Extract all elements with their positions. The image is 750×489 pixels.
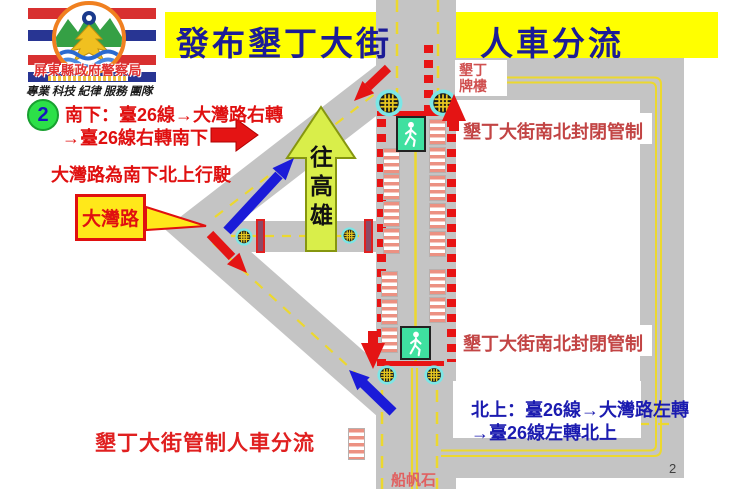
northbound-instruction-line1: 北上：臺26線→大灣路左轉 bbox=[471, 400, 690, 420]
kaohsiung-arrow-icon bbox=[285, 105, 357, 252]
closure-dashes-north bbox=[424, 45, 433, 111]
red-arrow-top-icon bbox=[354, 64, 392, 101]
stall-icon bbox=[429, 269, 446, 295]
blue-arrow-south-icon bbox=[349, 370, 397, 416]
blue-arrow-north-icon bbox=[223, 158, 294, 235]
stall-icon bbox=[383, 201, 400, 227]
barrier-icon-west bbox=[256, 219, 265, 253]
stall-icon bbox=[383, 228, 400, 254]
logo-tagline bbox=[48, 76, 128, 81]
to-kaohsiung-label: 往高雄 bbox=[310, 144, 333, 228]
dawan-road-callout: 大灣路 bbox=[75, 194, 146, 241]
sail-rock-label: 船帆石 bbox=[391, 472, 437, 489]
page-number: 2 bbox=[669, 461, 677, 476]
stall-icon bbox=[429, 203, 446, 229]
stall-icon bbox=[381, 327, 398, 353]
archway-label-line1: 墾丁 bbox=[459, 62, 487, 78]
closure-label-top-bg bbox=[458, 113, 652, 144]
page-title-right: 人車分流 bbox=[480, 27, 624, 63]
southbound-instruction-line1: 南下：臺26線→大灣路右轉 bbox=[65, 105, 284, 125]
closure-line-bottom bbox=[377, 361, 444, 366]
stall-icon bbox=[348, 428, 365, 460]
stall-icon bbox=[429, 231, 446, 257]
archway-label-bg bbox=[455, 60, 507, 96]
barrier-icon-east bbox=[364, 219, 373, 253]
southbound-block-arrow-icon bbox=[210, 118, 259, 152]
stall-icon bbox=[383, 174, 400, 200]
northbound-note-bg bbox=[453, 381, 641, 438]
stall-icon bbox=[429, 147, 446, 173]
closure-label-top: 墾丁大街南北封閉管制 bbox=[463, 122, 643, 142]
closure-line-top bbox=[377, 111, 452, 116]
northbound-instruction-line2: →臺26線左轉北上 bbox=[471, 423, 618, 443]
stall-icon bbox=[429, 119, 446, 145]
police-logo: 屏東縣政府警察局 專業 科技 紀律 服務 團隊 bbox=[22, 0, 164, 100]
agency-name: 屏東縣政府警察局 bbox=[34, 63, 143, 78]
traffic-signal-icon bbox=[377, 365, 397, 385]
traffic-signal-icon bbox=[235, 228, 253, 246]
archway-label: 墾丁 牌樓 bbox=[459, 62, 487, 94]
page-title-left: 發布墾丁大街 bbox=[176, 27, 392, 63]
stall-icon bbox=[383, 148, 400, 174]
traffic-signal-icon bbox=[375, 89, 403, 117]
bottom-control-note: 墾丁大街管制人車分流 bbox=[95, 432, 315, 455]
pedestrian-sign-icon bbox=[400, 326, 431, 360]
closure-label-bottom: 墾丁大街南北封閉管制 bbox=[463, 334, 643, 354]
traffic-signal-icon bbox=[424, 365, 444, 385]
stall-icon bbox=[429, 175, 446, 201]
agency-motto: 專業 科技 紀律 服務 團隊 bbox=[26, 86, 153, 98]
closure-up-arrow-icon bbox=[442, 94, 466, 131]
red-arrow-vertex-icon bbox=[206, 230, 247, 273]
closure-dashes-west bbox=[377, 119, 386, 362]
stall-icon bbox=[381, 271, 398, 297]
closure-label-bottom-bg bbox=[458, 325, 652, 356]
police-emblem-icon bbox=[52, 1, 126, 75]
archway-label-line2: 牌樓 bbox=[459, 78, 487, 94]
stall-icon bbox=[381, 299, 398, 325]
step-badge: 2 bbox=[27, 99, 59, 131]
callout-pointer bbox=[145, 205, 207, 232]
stall-icon bbox=[429, 297, 446, 323]
pedestrian-sign-icon bbox=[396, 116, 426, 152]
dawan-direction-note: 大灣路為南下北上行駛 bbox=[51, 165, 231, 185]
closure-down-arrow-icon bbox=[361, 331, 385, 369]
traffic-signal-icon bbox=[341, 227, 358, 244]
southbound-instruction-line2: →臺26線右轉南下 bbox=[62, 128, 209, 148]
closure-dashes-east bbox=[447, 119, 456, 362]
